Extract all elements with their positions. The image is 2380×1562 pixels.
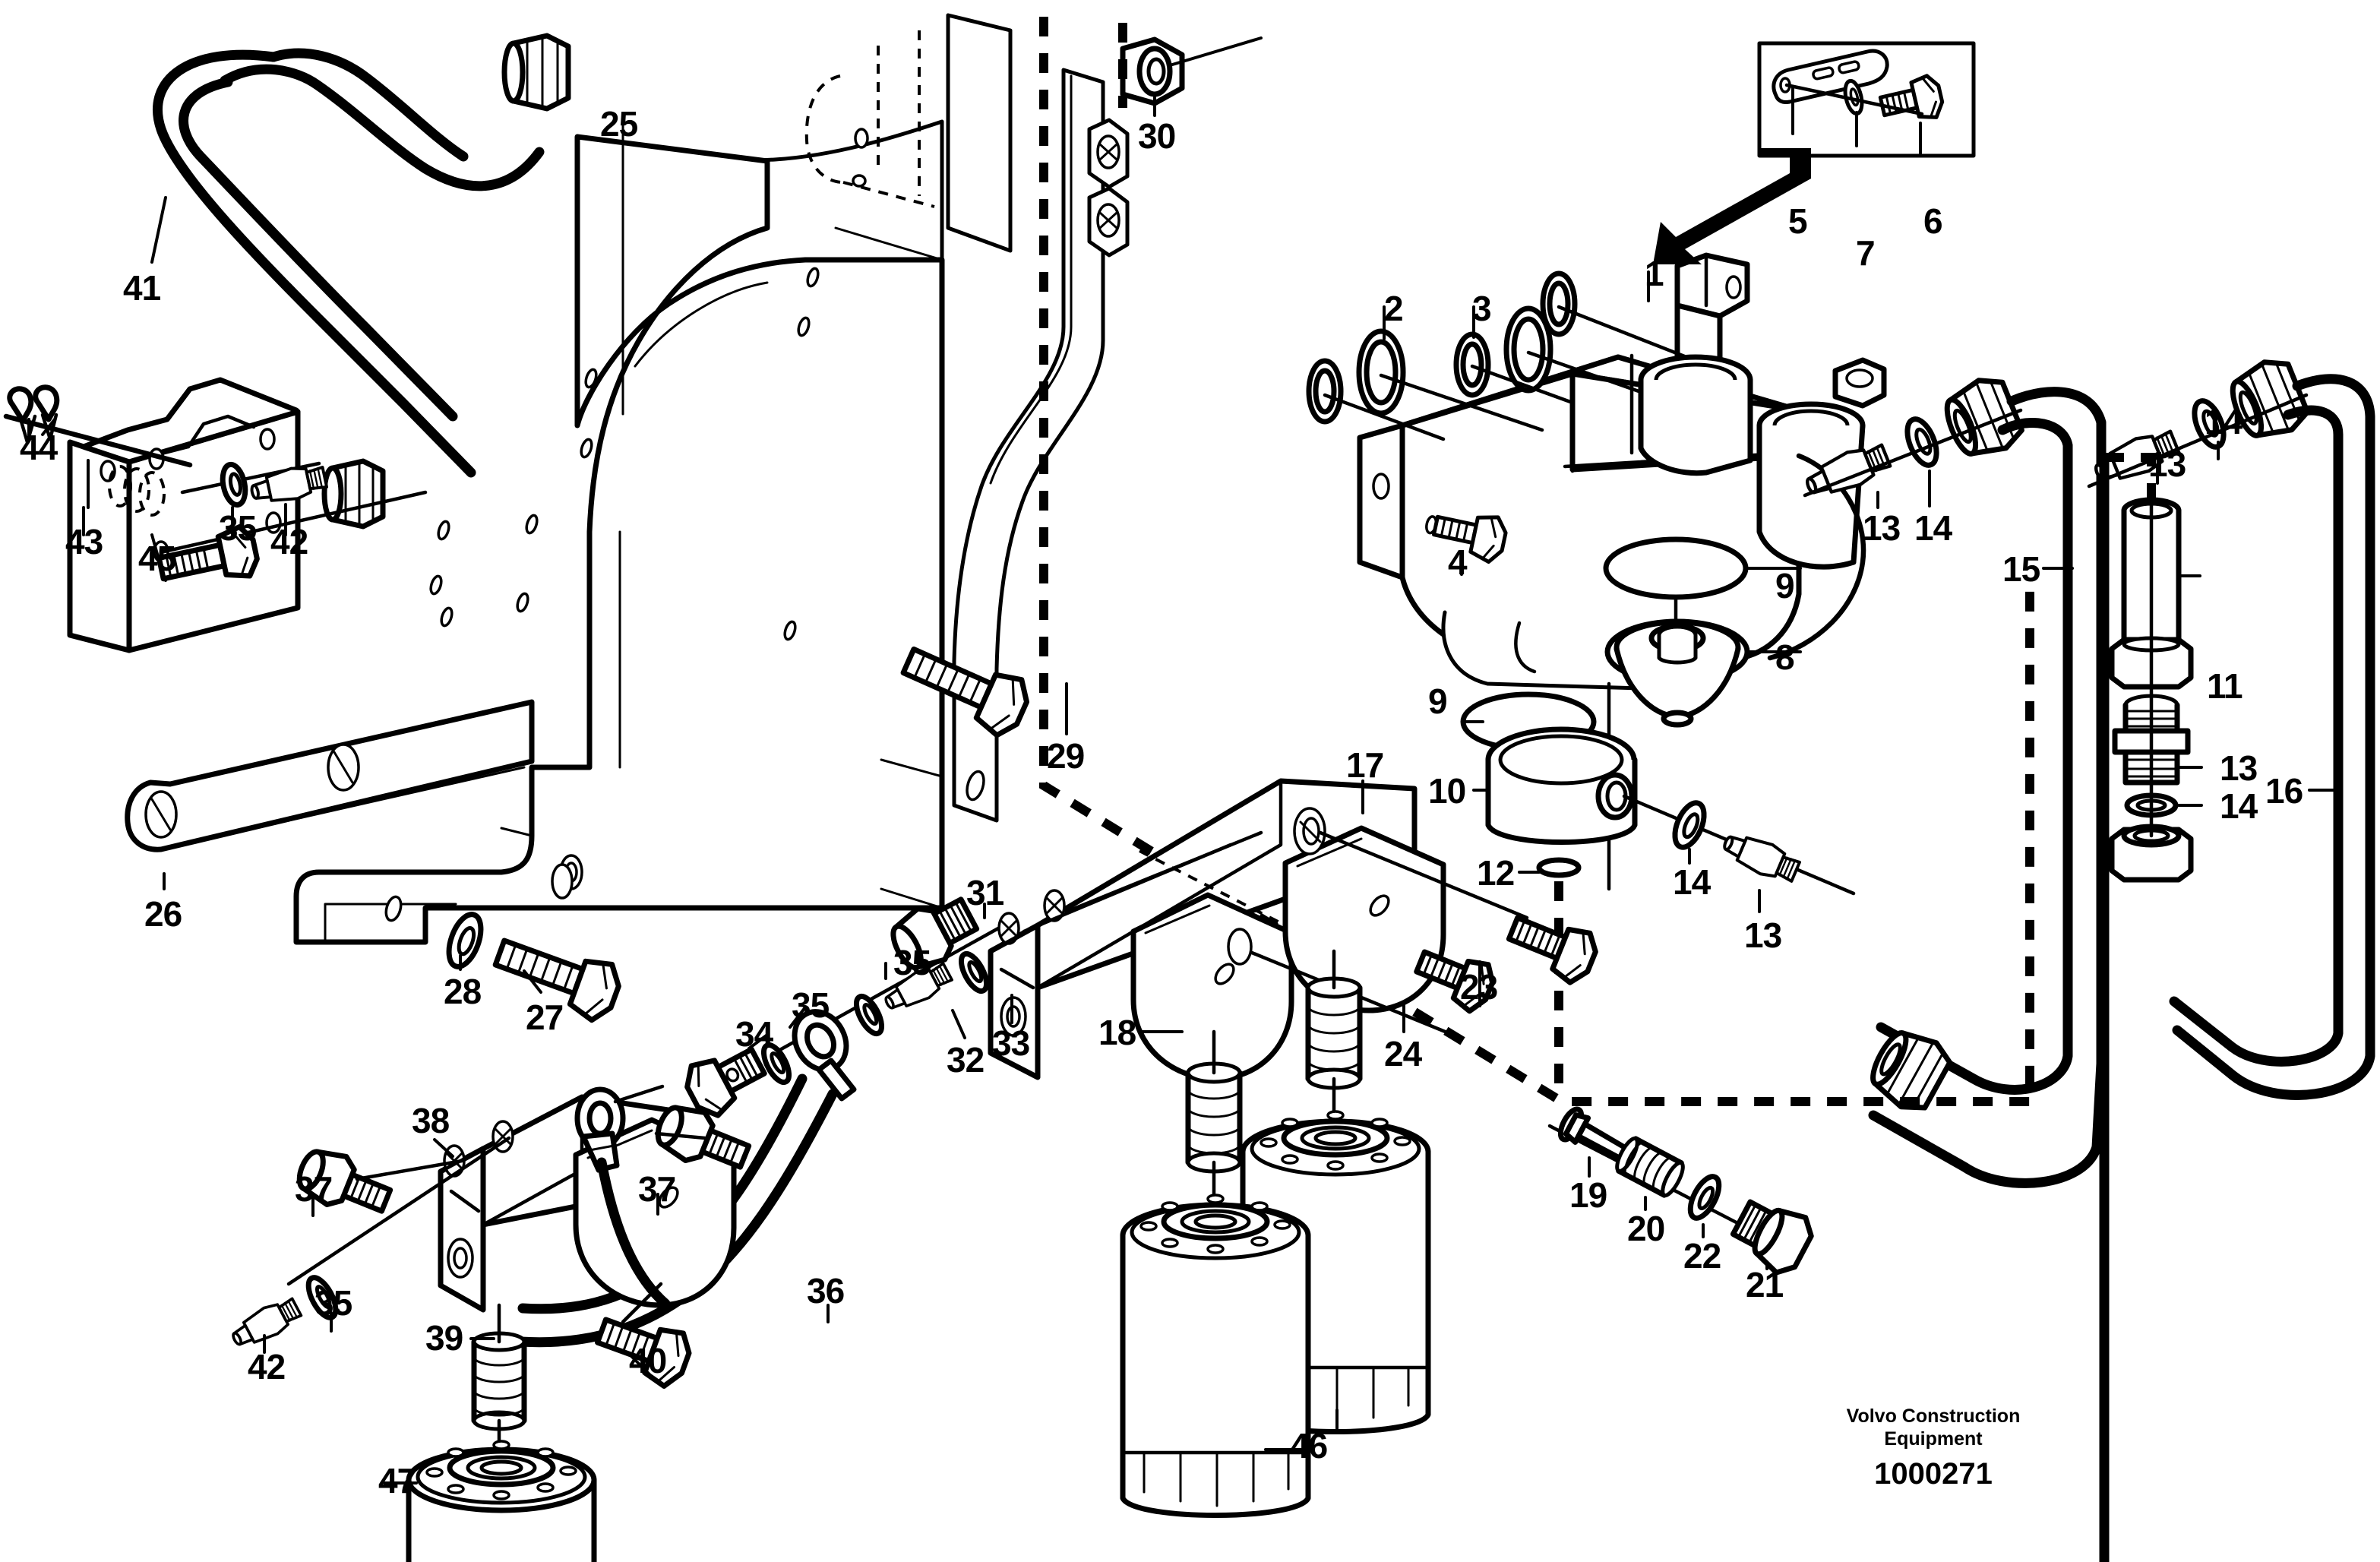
callout-28: 28: [444, 972, 482, 1011]
callout-18: 18: [1098, 1013, 1136, 1052]
callout-14-left: 14: [1914, 508, 1952, 548]
callout-19: 19: [1569, 1175, 1607, 1215]
part-47-filter: [383, 1440, 597, 1562]
callout-14-right: 14: [2205, 402, 2243, 441]
callout-9: 9: [1775, 566, 1795, 606]
callout-34: 34: [735, 1014, 773, 1054]
callout-44: 44: [20, 428, 58, 467]
part-18-stud: [1139, 1029, 1243, 1233]
footer-block: Volvo Construction Equipment 1000271: [1838, 1405, 2028, 1491]
part-43-support-bracket: [3, 377, 428, 653]
callout-43: 43: [65, 522, 103, 561]
callout-37-right: 37: [638, 1169, 676, 1209]
callout-35-a: 35: [792, 985, 830, 1025]
callout-42-a: 42: [270, 522, 308, 561]
screw-19-assembly: [1547, 1106, 1814, 1276]
callout-5: 5: [1788, 201, 1808, 241]
callout-16: 16: [2265, 771, 2303, 811]
callout-25: 25: [600, 104, 638, 144]
callout-29: 29: [1047, 736, 1085, 776]
callout-23: 23: [1460, 967, 1498, 1007]
callout-47: 47: [378, 1461, 416, 1500]
callout-35-c: 35: [219, 508, 257, 548]
part-46-filters: [1120, 1110, 1431, 1518]
callout-35-d: 35: [314, 1283, 352, 1323]
callout-40: 40: [629, 1341, 667, 1380]
callout-13-right: 13: [2148, 444, 2186, 484]
callout-46: 46: [1290, 1426, 1328, 1466]
callout-10: 10: [1428, 771, 1466, 811]
part-38-filter-bracket: [226, 1084, 752, 1481]
callout-4: 4: [1448, 542, 1468, 582]
callout-1: 1: [1645, 254, 1664, 293]
callout-8: 8: [1775, 637, 1795, 677]
part-17-filter-bracket: [988, 778, 1529, 1082]
callout-13-tube: 13: [2220, 748, 2258, 788]
callout-22: 22: [1683, 1236, 1721, 1276]
callout-36: 36: [807, 1271, 845, 1311]
callout-30: 30: [1138, 116, 1176, 156]
callout-6: 6: [1923, 201, 1943, 241]
callout-12: 12: [1477, 853, 1515, 893]
brand-line-1: Volvo Construction: [1846, 1405, 2021, 1427]
callout-24: 24: [1384, 1034, 1422, 1073]
callout-42-b: 42: [248, 1347, 286, 1387]
part-41-pipe: [150, 33, 571, 530]
callout-38: 38: [412, 1101, 450, 1140]
dashed-reference-line: [1039, 17, 2034, 1106]
callout-41: 41: [123, 268, 161, 308]
callout-26: 26: [144, 894, 182, 934]
inset-detail-box: [1653, 41, 1976, 264]
callout-20: 20: [1627, 1209, 1665, 1248]
callout-15: 15: [2002, 549, 2040, 589]
part-23-bolt: [1506, 915, 1598, 985]
callout-45: 45: [138, 539, 176, 578]
part-18-stud-b: [1305, 949, 1363, 1151]
callout-33: 33: [992, 1023, 1030, 1063]
part-27-bolt: [492, 938, 621, 1023]
callout-14-tube: 14: [2220, 786, 2258, 826]
callout-27: 27: [526, 998, 564, 1037]
callout-11: 11: [2207, 666, 2243, 706]
callout-13-lower: 13: [1744, 915, 1782, 955]
callout-35-b: 35: [893, 943, 931, 982]
callout-9-lower: 9: [1428, 681, 1448, 721]
callout-39: 39: [425, 1318, 463, 1358]
pipe-15-assembly: [1802, 378, 2107, 1188]
callout-17: 17: [1346, 745, 1384, 785]
callout-7: 7: [1856, 233, 1876, 273]
callout-14-lower: 14: [1673, 862, 1711, 902]
callout-13-left: 13: [1863, 508, 1901, 548]
part-24-bolt: [1414, 949, 1496, 1014]
part-29-bolt: [900, 646, 1030, 738]
part-28-washer: [446, 912, 484, 969]
part-number: 1000271: [1874, 1457, 1993, 1491]
callout-2: 2: [1384, 289, 1404, 328]
stack-8-9-10-12: [1460, 536, 1856, 913]
brand-line-2: Equipment: [1884, 1428, 1983, 1450]
part-25-frame-bracket: [125, 13, 1130, 945]
pipe-16-assembly: [2087, 359, 2375, 1562]
callout-21: 21: [1746, 1265, 1784, 1304]
callout-32: 32: [947, 1040, 985, 1080]
part-30-bushing: [1120, 36, 1263, 117]
callout-31: 31: [966, 873, 1004, 912]
callout-37-left: 37: [295, 1169, 333, 1209]
callout-3: 3: [1472, 289, 1492, 328]
